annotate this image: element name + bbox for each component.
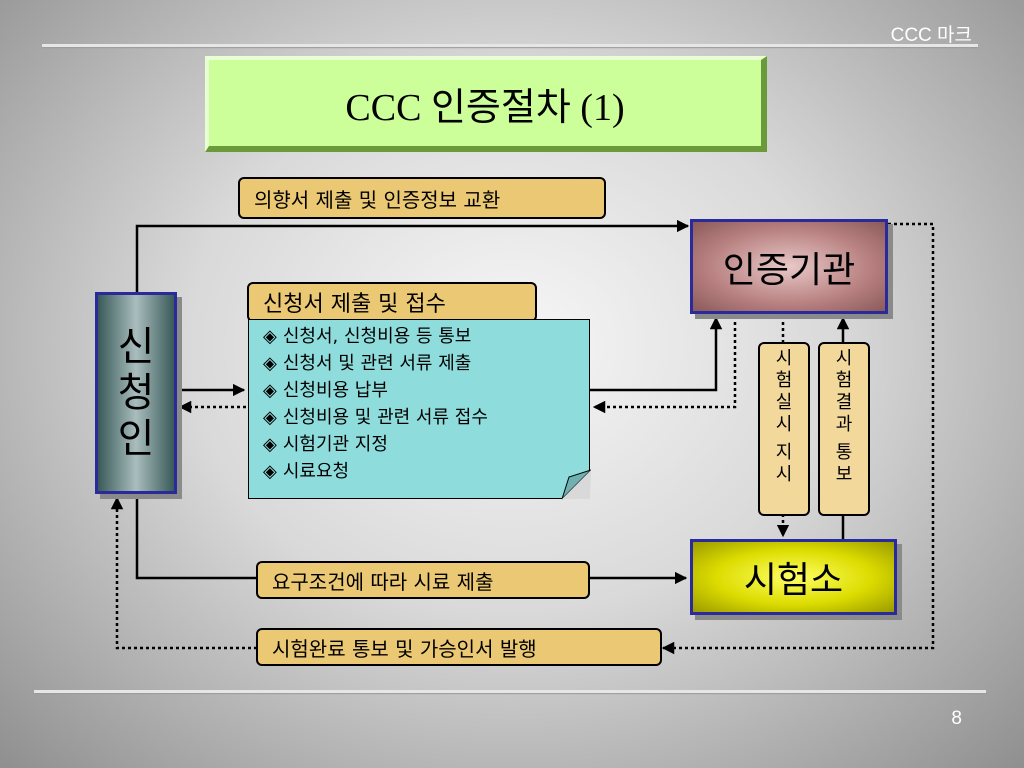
header-label: CCC 마크 [890,25,972,46]
test-lab-box: 시험소 [690,539,897,615]
note-item: ◈신청서 및 관련 서류 제출 [263,353,472,374]
label-application: 신청서 제출 및 접수 [247,282,537,322]
label-test-instruction: 시 험 실 시 지 시 [758,342,810,516]
note-item: ◈시험기관 지정 [263,434,388,455]
applicant-box: 신 청 인 [95,292,177,494]
arrow-intent [135,219,690,292]
top-divider [42,44,978,47]
note-item: ◈신청비용 납부 [263,380,388,401]
diamond-bullet-icon: ◈ [263,326,277,347]
label-intent: 의향서 제출 및 인증정보 교환 [238,177,606,219]
test-lab-label: 시험소 [743,560,844,601]
applicant-char: 인 [117,416,155,462]
arrow-note-to-cert [590,316,723,392]
arrow-completion-dotted [110,496,257,650]
label-test-result: 시 험 결 과 통 보 [818,342,870,516]
note-item: ◈시료요청 [263,461,350,482]
cert-body-label: 인증기관 [722,249,856,291]
diamond-bullet-icon: ◈ [263,434,277,455]
diamond-bullet-icon: ◈ [263,353,277,374]
diamond-bullet-icon: ◈ [263,380,277,401]
process-note: ◈신청서, 신청비용 등 통보 ◈신청서 및 관련 서류 제출 ◈신청비용 납부… [248,319,591,500]
note-item: ◈신청비용 및 관련 서류 접수 [263,407,488,428]
note-item: ◈신청서, 신청비용 등 통보 [263,326,472,347]
diamond-bullet-icon: ◈ [263,461,277,482]
arrow-cert-to-note-dotted [592,316,737,414]
applicant-char: 신 [117,324,155,370]
label-sample: 요구조건에 따라 시료 제출 [256,561,590,599]
diamond-bullet-icon: ◈ [263,407,277,428]
bottom-divider [34,690,986,693]
label-completion: 시험완료 통보 및 가승인서 발행 [256,628,662,666]
slide-title-text: CCC 인증절차 (1) [345,86,625,129]
page-number: 8 [951,708,962,729]
slide-title: CCC 인증절차 (1) [205,56,767,152]
cert-body-box: 인증기관 [690,219,888,314]
applicant-char: 청 [117,370,155,416]
